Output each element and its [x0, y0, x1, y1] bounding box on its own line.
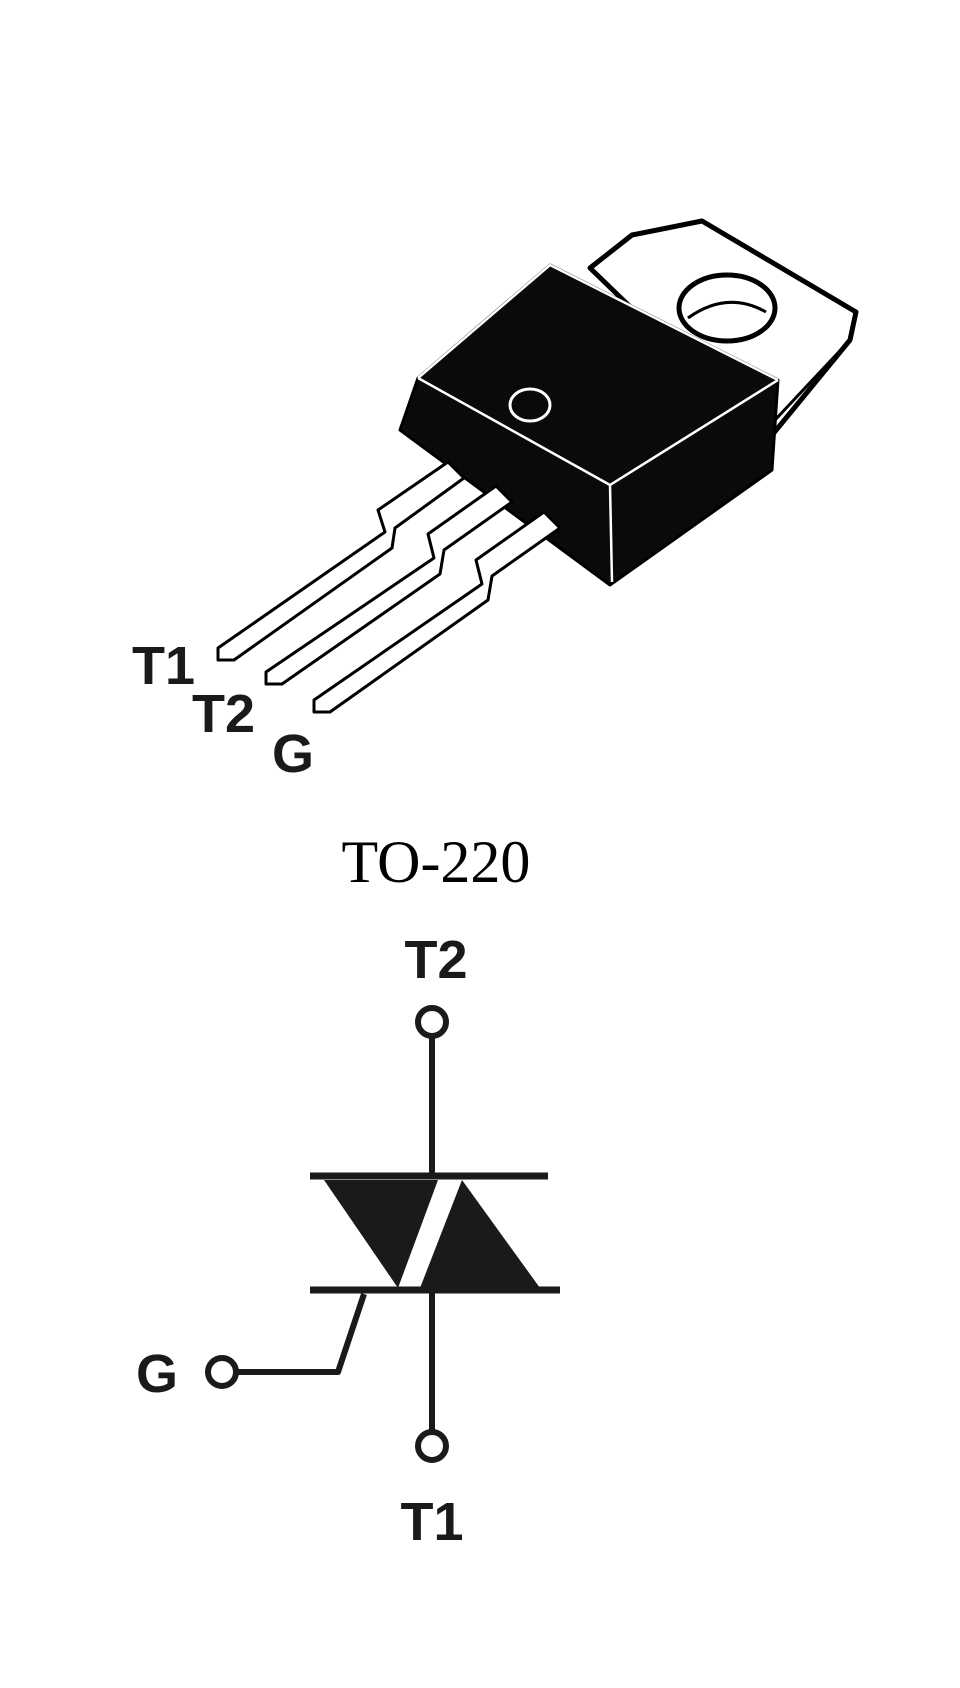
pin-label-g: G	[272, 724, 314, 784]
package-name: TO-220	[342, 829, 531, 895]
triac-schematic-symbol: T2 T1 G	[136, 930, 560, 1552]
lead-g	[312, 510, 562, 714]
terminal-t2-icon	[415, 1005, 449, 1039]
lead-t2	[264, 484, 514, 686]
pin-label-t1: T1	[132, 636, 195, 696]
terminal-label-g: G	[136, 1344, 178, 1404]
lead-t1	[216, 460, 466, 662]
terminal-g-icon	[205, 1355, 239, 1389]
symbol-triangle-down	[324, 1180, 438, 1288]
pin-label-t2: T2	[192, 684, 255, 744]
mounting-hole-icon	[676, 272, 778, 344]
terminal-t1-icon	[415, 1429, 449, 1463]
terminal-label-t1: T1	[400, 1492, 463, 1552]
to220-package-illustration: T1 T2 G	[132, 218, 859, 784]
symbol-triangle-up	[420, 1180, 540, 1288]
body-dimple-icon	[508, 387, 552, 423]
package-leads	[216, 460, 562, 714]
gate-lead	[236, 1293, 367, 1375]
terminal-label-t2: T2	[404, 930, 467, 990]
package-body	[398, 263, 780, 587]
